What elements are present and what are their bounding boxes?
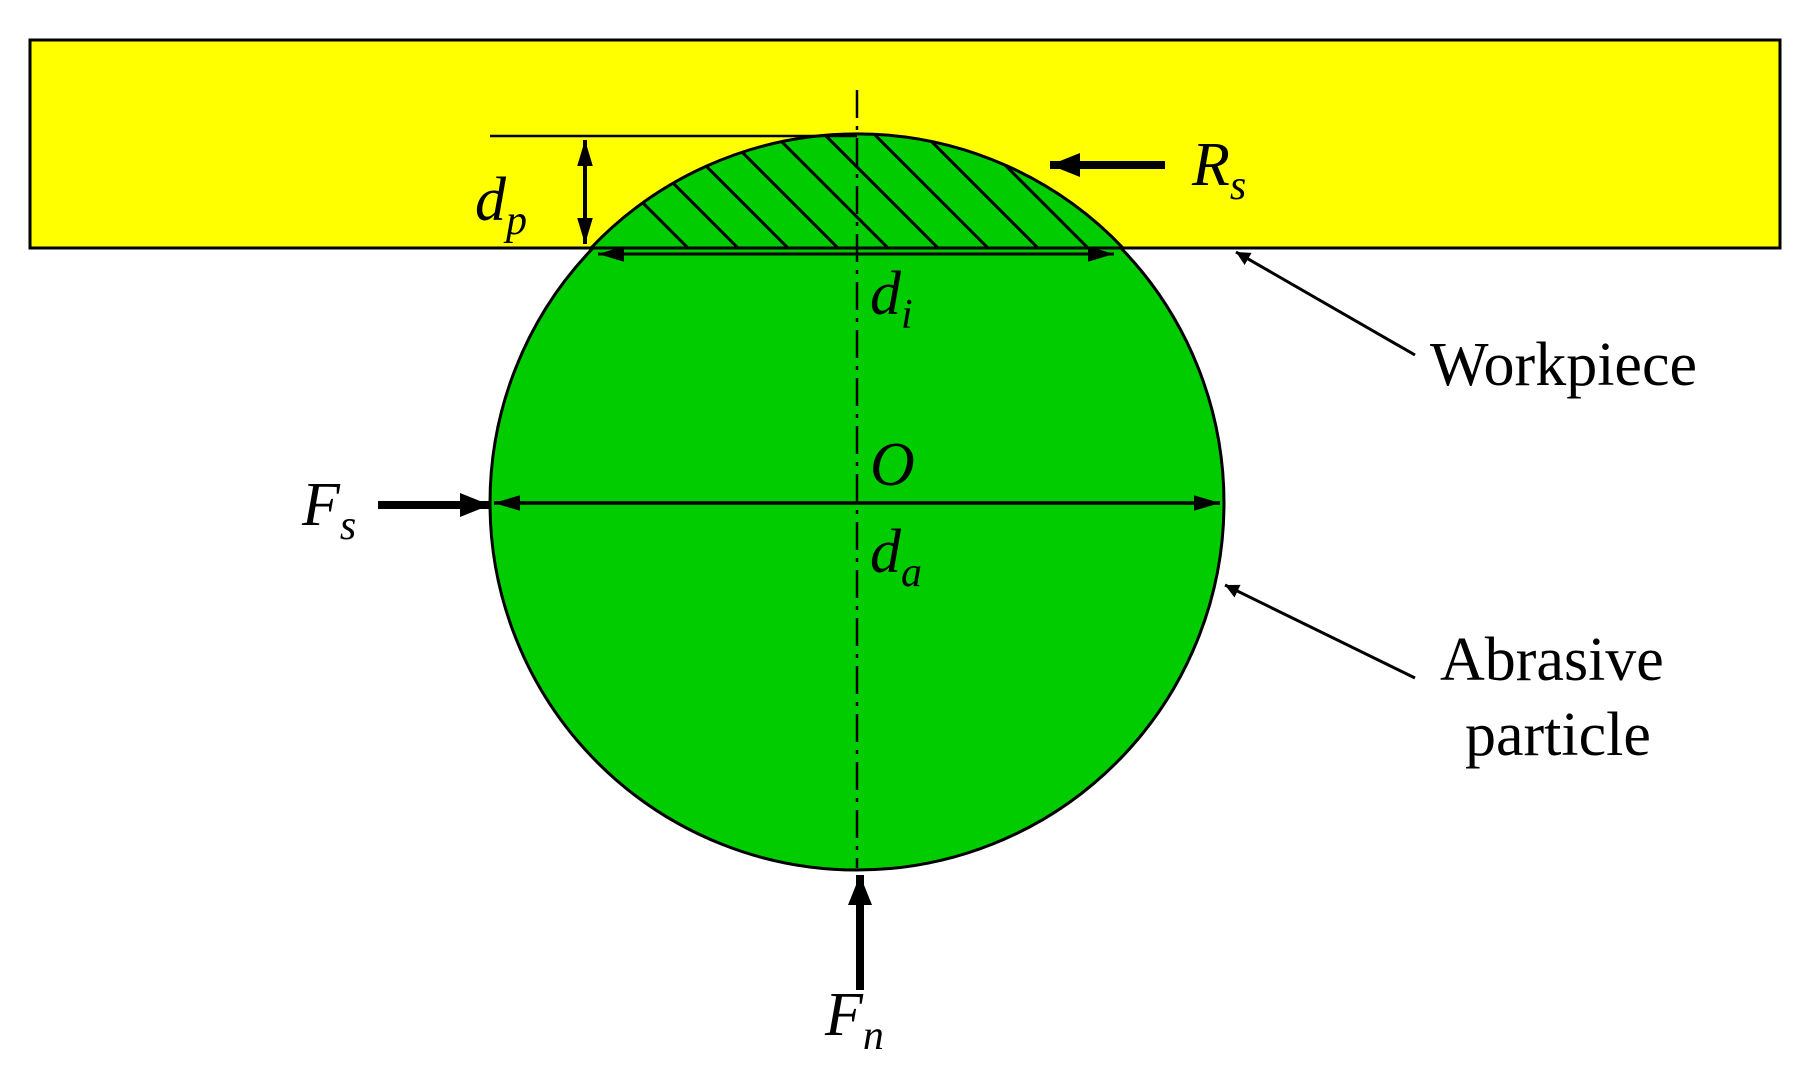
da-symbol: da xyxy=(870,518,922,596)
fn-symbol: Fn xyxy=(824,981,884,1059)
di-symbol: di xyxy=(870,260,913,338)
dp-symbol: dp xyxy=(475,166,527,244)
abrasive-leader-arrow xyxy=(1224,583,1416,680)
rs-symbol: Rs xyxy=(1191,131,1246,209)
abrasive-label-line1: Abrasive xyxy=(1440,626,1664,694)
center-label: O xyxy=(870,431,915,499)
workpiece-label: Workpiece xyxy=(1430,331,1697,399)
workpiece-leader-arrow xyxy=(1235,250,1416,357)
abrasive-label-line2: particle xyxy=(1465,701,1651,769)
fs-symbol: Fs xyxy=(301,471,356,549)
